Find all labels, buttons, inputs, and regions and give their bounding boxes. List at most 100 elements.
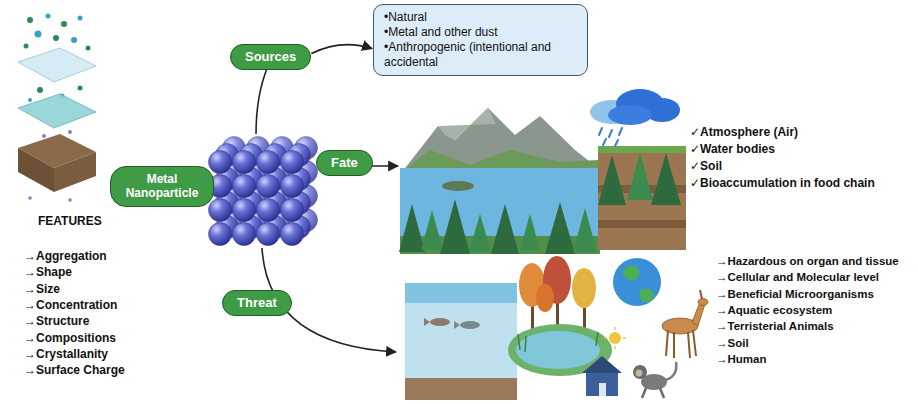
- layer-icon: [28, 98, 32, 102]
- threat-scene: [642, 388, 646, 398]
- threat-scene: [622, 266, 639, 281]
- branch-pill: Fate: [316, 150, 373, 176]
- threat-scene: [666, 290, 702, 358]
- threat-scene: [516, 331, 600, 369]
- layer-icon: [46, 14, 51, 19]
- layer-icon: [18, 14, 96, 202]
- threat-item: →Hazardous on organ and tissue: [716, 255, 899, 269]
- threat-scene: [405, 283, 517, 400]
- threat-scene: [460, 321, 480, 329]
- threat-scene: [673, 332, 675, 358]
- source-item: •Natural: [384, 10, 577, 25]
- threat-scene: [572, 268, 596, 308]
- threat-scene: [454, 321, 460, 329]
- environment-scene: [598, 150, 686, 250]
- threat-scene: [525, 336, 526, 352]
- environment-scene: [440, 199, 470, 254]
- threat-scene: [424, 318, 430, 326]
- environment-scene: [491, 204, 519, 254]
- environment-scene: [608, 105, 652, 125]
- feature-item: →Concentration: [24, 298, 117, 312]
- environment-scene: [627, 152, 653, 200]
- environment-scene: [599, 128, 602, 135]
- threat-scene: [518, 334, 520, 350]
- threat-scene: [586, 372, 618, 396]
- layer-icon: [18, 148, 54, 192]
- branch-pill: Threat: [222, 290, 292, 316]
- nanoparticle-cube: [208, 150, 304, 246]
- threat-scene: [688, 332, 690, 358]
- feature-item: →Aggregation: [24, 249, 107, 263]
- fate-item: ✓Atmosphere (Air): [690, 125, 798, 139]
- layer-icon: [35, 31, 42, 38]
- environment-scene: [442, 181, 474, 191]
- threat-scene: [614, 346, 616, 349]
- layer-icon: [86, 46, 91, 51]
- environment-scene: [573, 208, 597, 252]
- feature-item: →Structure: [24, 314, 89, 328]
- threat-scene: [609, 332, 621, 344]
- feature-item: →Shape: [24, 265, 72, 279]
- threat-scene: [405, 283, 517, 303]
- layer-icon: [78, 16, 83, 21]
- flow-arrow: [311, 45, 372, 54]
- threat-scene: [642, 388, 664, 398]
- environment-scene: [545, 202, 575, 254]
- threat-item: →Terristerial Animals: [716, 320, 834, 334]
- threat-scene: [604, 327, 626, 349]
- layer-icon: [24, 44, 29, 49]
- threat-scene: [582, 356, 622, 373]
- environment-scene: [421, 210, 443, 250]
- threat-item: →Cellular and Molecular level: [716, 271, 879, 285]
- environment-scene: [598, 155, 626, 205]
- fate-item: ✓Water bodies: [690, 142, 775, 156]
- layer-icon: [18, 94, 96, 128]
- layer-icon: [54, 152, 96, 192]
- environment-scene: [651, 153, 681, 205]
- sources-box: •Natural•Metal and other dust•Anthropoge…: [373, 4, 588, 76]
- threat-item: →Soil: [716, 337, 749, 351]
- environment-scene: [399, 204, 425, 252]
- threat-scene: [518, 332, 598, 352]
- pill-label: Metal Nanoparticle: [117, 172, 207, 201]
- feature-item: →Size: [24, 282, 60, 296]
- layer-icon: [71, 37, 77, 43]
- nanoparticle-cube: [208, 136, 318, 246]
- threat-scene: [599, 383, 606, 396]
- environment-scene: [615, 140, 618, 146]
- branch-pill: Sources: [230, 44, 311, 70]
- threat-scene: [613, 258, 661, 306]
- threat-scene: [405, 256, 708, 400]
- threat-scene: [666, 330, 668, 356]
- environment-scene: [469, 214, 491, 252]
- layer-icon: [28, 196, 32, 200]
- threat-item: →Beneficial Microorganisms: [716, 288, 874, 302]
- nanoparticle-cube: [208, 150, 304, 246]
- layer-icon: [78, 86, 83, 91]
- feature-item: →Crystallanity: [24, 347, 108, 361]
- threat-scene: [604, 337, 607, 339]
- layer-icon: [18, 48, 96, 82]
- threat-scene: [430, 318, 450, 326]
- fate-item: ✓Bioaccumulation in food chain: [690, 176, 875, 190]
- layer-icon: [61, 21, 67, 27]
- feature-item: →Surface Charge: [24, 363, 125, 377]
- threat-scene: [536, 284, 554, 312]
- environment-scene: [598, 220, 686, 228]
- environment-scene: [619, 128, 622, 135]
- core-pill: Metal Nanoparticle: [110, 166, 214, 207]
- threat-scene: [596, 332, 598, 346]
- threat-scene: [660, 388, 664, 398]
- environment-scene: [603, 139, 606, 145]
- pill-label: Threat: [237, 295, 277, 311]
- threat-scene: [700, 290, 702, 299]
- threat-scene: [666, 362, 676, 380]
- threat-scene: [623, 337, 626, 339]
- pill-label: Sources: [245, 49, 296, 65]
- threat-scene: [405, 378, 517, 400]
- environment-scene: [609, 130, 612, 137]
- threat-scene: [662, 299, 708, 335]
- threat-scene: [698, 299, 708, 306]
- environment-scene: [520, 214, 540, 250]
